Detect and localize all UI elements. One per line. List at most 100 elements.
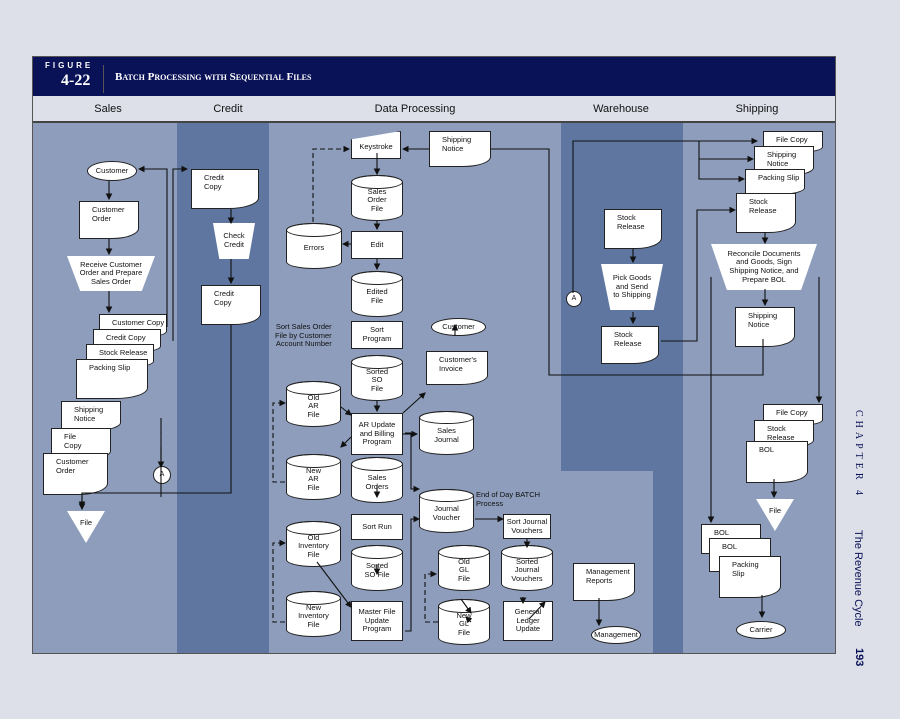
- node-label: Sorted Journal Vouchers: [511, 556, 543, 583]
- datastore-d-new-gl: New GL File: [438, 599, 490, 645]
- page-number: 193: [853, 648, 865, 667]
- datastore-d-old-inv: Old Inventory File: [286, 521, 341, 567]
- datastore-d-new-ar: New AR File: [286, 454, 341, 500]
- node-label: Customer Order: [56, 457, 89, 475]
- node-label: End of Day BATCH Process: [476, 490, 541, 508]
- lane-warehouse: Warehouse: [593, 103, 649, 115]
- lane-shipping: Shipping: [735, 103, 779, 115]
- node-label: Keystroke: [359, 142, 393, 152]
- datastore-d-jv: Journal Voucher: [419, 489, 474, 533]
- terminal-d-customer: Customer: [431, 318, 486, 336]
- process-d-sort-prog: Sort Program: [351, 321, 403, 349]
- process-d-ar-update: AR Update and Billing Program: [351, 413, 403, 455]
- node-label: Credit Copy: [106, 333, 146, 342]
- manual-operation-h-reconcile: Reconcile Documents and Goods, Sign Ship…: [711, 244, 817, 290]
- figure-label: FIGURE: [45, 61, 94, 70]
- node-label: Management: [594, 629, 638, 639]
- figure-number: 4-22: [61, 72, 91, 89]
- process-d-edit: Edit: [351, 231, 403, 259]
- node-label: Edited File: [366, 286, 388, 305]
- node-label: Old AR File: [307, 392, 320, 419]
- datastore-d-old-gl: Old GL File: [438, 545, 490, 591]
- document-w-stock-rel: Stock Release: [604, 209, 662, 249]
- node-label: Shipping Notice: [748, 311, 778, 329]
- node-label: BOL: [714, 528, 730, 537]
- node-label: A: [571, 294, 577, 302]
- node-label: Shipping Notice: [74, 405, 104, 423]
- warehouse-lane-strip: [653, 471, 683, 653]
- node-label: Sort Run: [362, 521, 392, 531]
- node-label: Credit Copy: [204, 173, 225, 191]
- document-c-credit-copy2: Credit Copy: [201, 285, 261, 325]
- process-d-master: Master File Update Program: [351, 601, 403, 641]
- connector-w-a: A: [566, 291, 582, 307]
- node-label: Sort Sales Order File by Customer Accoun…: [275, 322, 332, 349]
- lane-sales: Sales: [94, 103, 122, 115]
- node-label: File Copy: [776, 135, 808, 144]
- node-label: Errors: [303, 243, 325, 253]
- node-label: Sorted SO File: [365, 366, 389, 393]
- document-h-packing2: Packing Slip: [719, 556, 781, 598]
- document-s-cust-order2: Customer Order: [43, 453, 108, 495]
- node-label: Edit: [370, 239, 384, 249]
- chapter-label: CHAPTER 4: [853, 410, 864, 500]
- node-label: Stock Release: [99, 348, 148, 357]
- node-label: Sales Journal: [434, 425, 459, 444]
- datastore-d-new-inv: New Inventory File: [286, 591, 341, 637]
- node-label: Stock Release: [617, 213, 645, 231]
- node-label: General Ledger Update: [514, 607, 542, 634]
- node-label: Customer Order: [92, 205, 125, 223]
- node-label: New GL File: [456, 610, 472, 637]
- node-label: Packing Slip: [732, 560, 759, 578]
- connector-lines: [78, 137, 823, 632]
- node-label: Customer: [95, 165, 129, 175]
- node-label: Customer Copy: [112, 318, 165, 327]
- document-s-cust-order: Customer Order: [79, 201, 139, 239]
- node-label: A: [159, 470, 165, 478]
- document-d-ship-notice: Shipping Notice: [429, 131, 491, 167]
- node-label: Packing Slip: [89, 363, 131, 372]
- node-label: Credit Copy: [214, 289, 235, 307]
- chapter-title: The Revenue Cycle: [852, 530, 864, 627]
- datastore-d-old-ar: Old AR File: [286, 381, 341, 427]
- document-h-bol: BOL: [746, 441, 808, 483]
- node-label: Customer's Invoice: [439, 355, 477, 373]
- datastore-d-so-file: Sales Order File: [351, 175, 403, 221]
- document-d-invoice: Customer's Invoice: [426, 351, 488, 385]
- node-label: Old Inventory File: [298, 532, 329, 559]
- node-label: New AR File: [305, 465, 321, 492]
- header-divider: [103, 65, 104, 93]
- document-s-packing: Packing Slip: [76, 359, 148, 399]
- annotation-d-eod: End of Day BATCH Process: [476, 490, 556, 510]
- process-d-sort-jv: Sort Journal Vouchers: [503, 514, 551, 539]
- node-label: Old GL File: [457, 556, 471, 583]
- node-label: BOL: [722, 542, 738, 551]
- process-d-sort-run: Sort Run: [351, 514, 403, 540]
- terminal-h-carrier: Carrier: [736, 621, 786, 639]
- datastore-d-errors: Errors: [286, 223, 342, 269]
- terminal-s-customer: Customer: [87, 161, 137, 181]
- node-label: Management Reports: [586, 567, 630, 585]
- node-label: Stock Release: [614, 330, 642, 348]
- datastore-d-sorted-so: Sorted SO File: [351, 355, 403, 401]
- node-label: Packing Slip: [758, 173, 800, 182]
- lane-data-processing: Data Processing: [374, 103, 456, 115]
- node-label: Stock Release: [767, 424, 795, 442]
- node-label: Reconcile Documents and Goods, Sign Ship…: [727, 248, 801, 284]
- figure-panel: FIGURE 4-22 Batch Processing with Sequen…: [32, 56, 836, 654]
- node-label: Shipping Notice: [442, 135, 472, 153]
- node-label: Sales Order File: [367, 186, 387, 213]
- datastore-d-sales-journal: Sales Journal: [419, 411, 474, 455]
- lane-credit: Credit: [213, 103, 243, 115]
- figure-header: FIGURE 4-22 Batch Processing with Sequen…: [33, 57, 835, 96]
- node-label: File Copy: [64, 432, 82, 450]
- node-label: New Inventory File: [298, 602, 329, 629]
- document-d-mgmt-reports: Management Reports: [573, 563, 635, 601]
- figure-title: Batch Processing with Sequential Files: [115, 71, 312, 83]
- annotation-d-sort-note: Sort Sales Order File by Customer Accoun…: [275, 321, 345, 351]
- terminal-d-management: Management: [591, 626, 641, 644]
- document-s-ship-notice: Shipping Notice: [61, 401, 121, 431]
- document-c-credit-copy: Credit Copy: [191, 169, 259, 209]
- manual-operation-s-receive: Receive Customer Order and Prepare Sales…: [67, 256, 155, 291]
- document-h-stock-rel: Stock Release: [736, 193, 796, 233]
